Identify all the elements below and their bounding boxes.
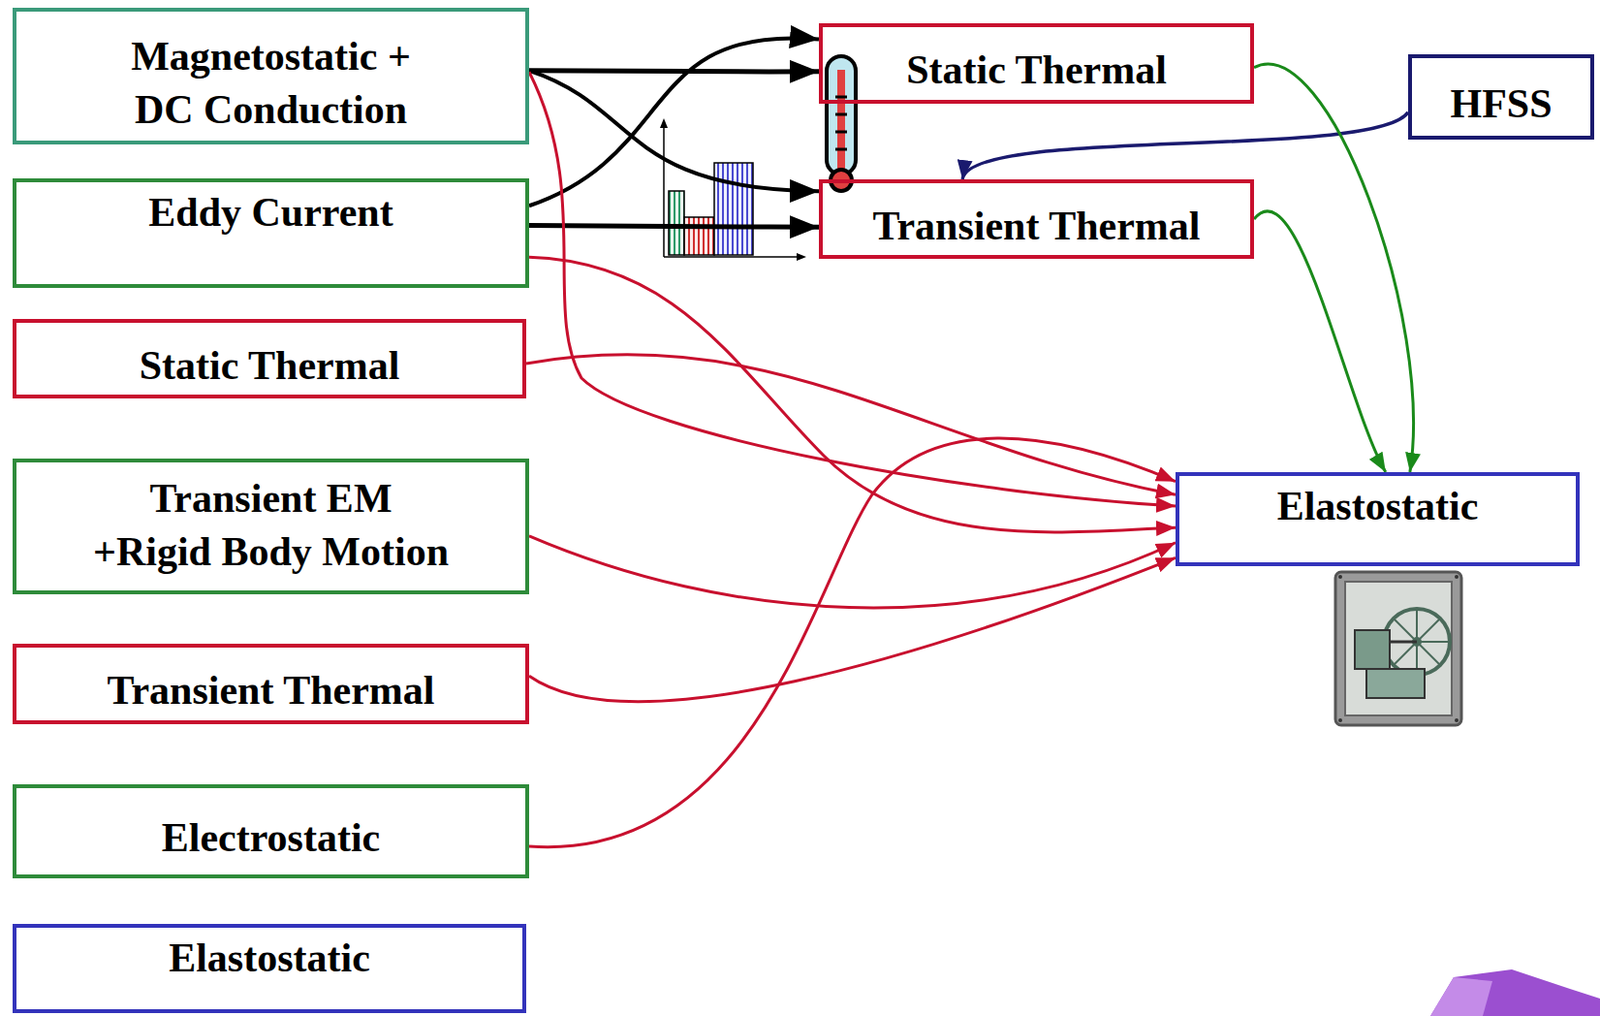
node-label: Static Thermal xyxy=(139,339,401,393)
corner-decoration xyxy=(1430,969,1600,1016)
node-label: Transient Thermal xyxy=(107,663,436,718)
node-label: Magnetostatic + DC Conduction xyxy=(43,30,500,136)
node-label: Eddy Current xyxy=(148,186,393,240)
process-box: Transient Thermal xyxy=(818,179,1255,259)
connector-arrow xyxy=(1254,63,1414,472)
node-label: HFSS xyxy=(1449,77,1552,131)
process-box: Eddy Current xyxy=(12,178,530,288)
connector-arrow xyxy=(529,37,819,206)
connector-arrow xyxy=(529,438,1176,848)
connector-arrow xyxy=(529,70,819,72)
node-label: Transient Thermal xyxy=(873,199,1201,253)
process-box: Elastostatic xyxy=(1175,471,1580,566)
process-box: Elastostatic xyxy=(12,923,527,1013)
connector-arrow xyxy=(529,70,819,191)
connector-arrow xyxy=(529,225,819,228)
process-box: Static Thermal xyxy=(818,23,1255,104)
process-box: Static Thermal xyxy=(12,318,527,399)
process-box: Magnetostatic + DC Conduction xyxy=(12,7,530,145)
connector-arrow xyxy=(526,354,1176,496)
process-box: Electrostatic xyxy=(12,784,530,879)
node-label: Elastostatic xyxy=(168,931,371,985)
connector-arrow xyxy=(529,535,1176,608)
machine-icon xyxy=(1335,571,1462,725)
thermometer-icon xyxy=(826,56,856,191)
node-label: Transient EM +Rigid Body Motion xyxy=(38,471,504,578)
process-box: Transient Thermal xyxy=(12,643,530,724)
process-box: HFSS xyxy=(1408,54,1595,140)
node-label: Electrostatic xyxy=(161,811,380,865)
connector-arrow xyxy=(962,112,1409,180)
connector-arrow xyxy=(529,71,1176,506)
connector-arrow xyxy=(1254,211,1386,472)
connector-arrow xyxy=(529,557,1176,701)
node-label: Static Thermal xyxy=(906,43,1167,97)
process-box: Transient EM +Rigid Body Motion xyxy=(12,458,530,595)
node-label: Elastostatic xyxy=(1277,479,1479,534)
